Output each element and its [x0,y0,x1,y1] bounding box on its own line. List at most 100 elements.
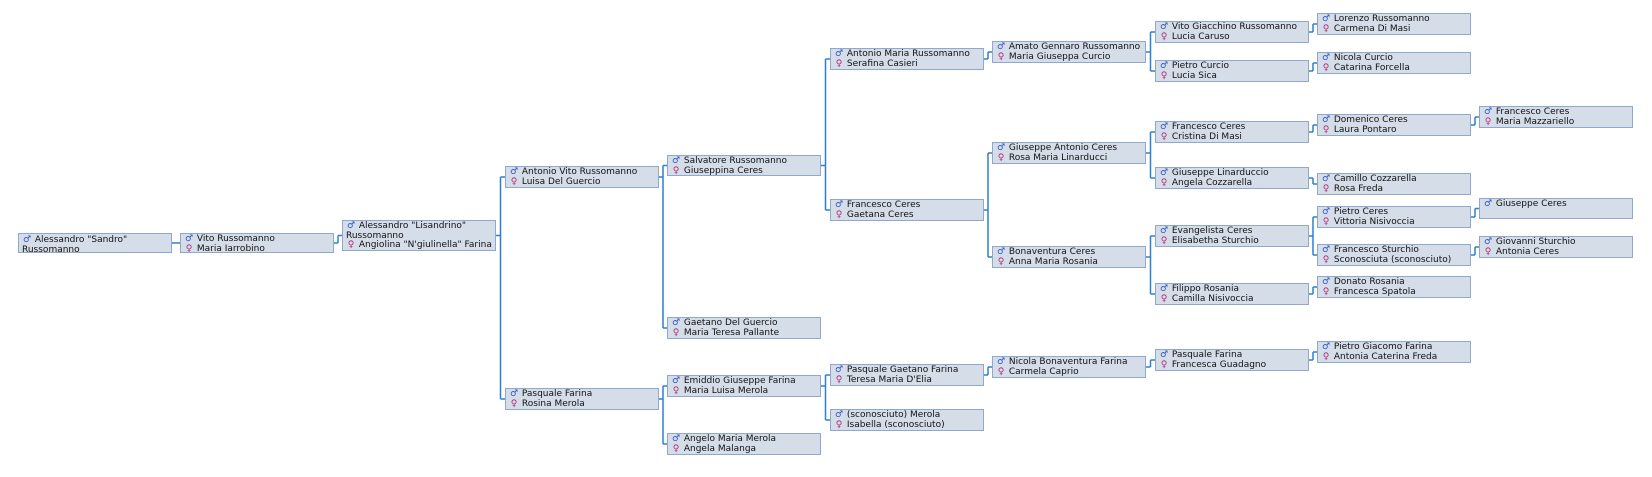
person-box-p27[interactable]: ♂ Camillo Cozzarella♀ Rosa Freda [1317,173,1471,195]
mother-name: Francesca Guadagno [1169,359,1267,370]
person-box-p31[interactable]: ♂ Pietro Giacomo Farina♀ Antonia Caterin… [1317,341,1471,363]
person-box-p25[interactable]: ♂ Nicola Curcio♀ Catarina Forcella [1317,52,1471,74]
male-icon: ♂ [996,143,1006,153]
father-line: ♂ Pasquale Farina [1159,350,1306,361]
person-box-p19[interactable]: ♂ Francesco Ceres♀ Cristina Di Masi [1155,121,1309,143]
father-name: Nicola Bonaventura Farina [1006,357,1128,367]
mother-name: Anna Maria Rosania [1006,256,1098,267]
person-box-p5[interactable]: ♂ Salvatore Russomanno♀ Giuseppina Ceres [667,155,821,176]
father-line: ♂ Gaetano Del Guercio [671,318,818,329]
male-icon: ♂ [671,156,681,166]
male-icon: ♂ [671,376,681,386]
person-box-p12[interactable]: ♂ (sconosciuto) Merola♀ Isabella (sconos… [830,409,984,431]
person-box-p10[interactable]: ♂ Francesco Ceres♀ Gaetana Ceres [830,199,984,221]
person-box-p11[interactable]: ♂ Pasquale Gaetano Farina♀ Teresa Maria … [830,364,984,386]
father-name: Pietro Giacomo Farina [1331,342,1433,352]
person-box-p17[interactable]: ♂ Vito Giacchino Russomanno♀ Lucia Carus… [1155,21,1309,43]
male-icon: ♂ [1159,168,1169,178]
father-line: ♂ Alessandro "Lisandrino" Russomanno [346,221,493,241]
mother-name: Angiolina "N'giulinella" Farina [356,240,492,250]
person-box-p18[interactable]: ♂ Pietro Curcio♀ Lucia Sica [1155,60,1309,82]
mother-line: ♀ Francesca Spatola [1321,286,1468,298]
male-icon: ♂ [509,167,519,177]
person-box-p0[interactable]: ♂ Alessandro "Sandro" Russomanno [18,233,172,253]
person-box-p22[interactable]: ♂ Filippo Rosania♀ Camilla Nisivoccia [1155,283,1309,305]
father-name: Salvatore Russomanno [681,156,788,166]
person-box-p15[interactable]: ♂ Bonaventura Ceres♀ Anna Maria Rosania [992,246,1146,268]
female-icon: ♀ [1484,246,1492,257]
mother-name: Isabella (sconosciuto) [844,419,945,430]
person-box-p28[interactable]: ♂ Pietro Ceres♀ Vittoria Nisivoccia [1317,206,1471,228]
father-line: ♂ Nicola Bonaventura Farina [996,357,1143,368]
father-name: Francesco Sturchio [1331,245,1419,255]
father-name: Camillo Cozzarella [1331,174,1417,184]
person-box-p29[interactable]: ♂ Francesco Sturchio♀ Sconosciuta (scono… [1317,244,1471,266]
mother-line: ♀ Sconosciuta (sconosciuto) [1321,255,1468,266]
father-name: Francesco Ceres [1493,107,1570,117]
father-line: ♂ Giovanni Sturchio [1483,237,1630,248]
person-box-p2[interactable]: ♂ Alessandro "Lisandrino" Russomanno♀ An… [342,220,496,251]
male-icon: ♂ [834,49,844,59]
person-box-p20[interactable]: ♂ Giuseppe Linarduccio♀ Angela Cozzarell… [1155,167,1309,189]
father-name: Vito Russomanno [194,234,275,244]
male-icon: ♂ [671,318,681,328]
male-icon: ♂ [346,221,356,231]
person-box-p7[interactable]: ♂ Emiddio Giuseppe Farina♀ Maria Luisa M… [667,375,821,397]
person-box-p6[interactable]: ♂ Gaetano Del Guercio♀ Maria Teresa Pall… [667,317,821,339]
person-box-p34[interactable]: ♂ Giovanni Sturchio♀ Antonia Ceres [1479,236,1633,258]
female-icon: ♀ [1160,359,1168,370]
mother-name: Giuseppina Ceres [681,165,763,176]
person-box-p26[interactable]: ♂ Domenico Ceres♀ Laura Pontaro [1317,114,1471,136]
mother-line: ♀ Giuseppina Ceres [671,165,818,176]
male-icon: ♂ [1321,342,1331,352]
father-line: ♂ Francesco Ceres [1159,122,1306,133]
person-box-p13[interactable]: ♂ Amato Gennaro Russomanno♀ Maria Giusep… [992,41,1146,63]
female-icon: ♀ [1322,23,1330,34]
mother-name: Francesca Spatola [1331,286,1416,297]
mother-name: Rosina Merola [519,398,585,409]
female-icon: ♀ [672,443,680,454]
mother-name: Carmela Caprio [1006,366,1079,377]
mother-name: Lucia Sica [1169,70,1217,81]
male-icon: ♂ [1321,115,1331,125]
father-line: ♂ Francesco Ceres [1483,107,1630,118]
father-name: Pietro Ceres [1331,207,1389,217]
person-box-p8[interactable]: ♂ Angelo Maria Merola♀ Angela Malanga [667,433,821,455]
male-icon: ♂ [834,365,844,375]
father-line: ♂ Alessandro "Sandro" Russomanno [22,235,169,252]
father-line: ♂ Nicola Curcio [1321,53,1468,64]
person-box-p14[interactable]: ♂ Giuseppe Antonio Ceres♀ Rosa Maria Lin… [992,142,1146,164]
father-name: Giovanni Sturchio [1493,237,1576,247]
person-box-p23[interactable]: ♂ Pasquale Farina♀ Francesca Guadagno [1155,349,1309,371]
person-box-p33[interactable]: ♂ Giuseppe Ceres [1479,198,1633,219]
person-box-p9[interactable]: ♂ Antonio Maria Russomanno♀ Serafina Cas… [830,48,984,70]
male-icon: ♂ [1321,245,1331,255]
mother-line: ♀ Antonia Ceres [1483,246,1630,258]
person-box-p16[interactable]: ♂ Nicola Bonaventura Farina♀ Carmela Cap… [992,356,1146,378]
female-icon: ♀ [1160,235,1168,246]
father-name: Alessandro "Lisandrino" Russomanno [346,221,467,241]
father-line: ♂ Pietro Giacomo Farina [1321,342,1468,353]
father-name: Filippo Rosania [1169,284,1239,294]
female-icon: ♀ [997,152,1005,163]
father-name: Pasquale Farina [1169,350,1243,360]
father-name: Gaetano Del Guercio [681,318,778,328]
person-box-p21[interactable]: ♂ Evangelista Ceres♀ Elisabetha Sturchio [1155,225,1309,247]
male-icon: ♂ [1483,199,1493,209]
female-icon: ♀ [672,327,680,338]
person-box-p3[interactable]: ♂ Antonio Vito Russomanno♀ Luisa Del Gue… [505,166,659,188]
mother-name: Angela Malanga [681,443,757,454]
mother-name: Teresa Maria D'Elia [844,374,932,385]
person-box-p4[interactable]: ♂ Pasquale Farina♀ Rosina Merola [505,388,659,410]
female-icon: ♀ [1484,116,1492,127]
female-icon: ♀ [1160,31,1168,42]
person-box-p1[interactable]: ♂ Vito Russomanno♀ Maria Iarrobino [180,233,334,253]
father-line: ♂ Antonio Vito Russomanno [509,167,656,178]
male-icon: ♂ [184,234,194,244]
mother-line: ♀ Maria Teresa Pallante [671,327,818,339]
person-box-p24[interactable]: ♂ Lorenzo Russomanno♀ Carmena Di Masi [1317,13,1471,35]
father-name: Antonio Vito Russomanno [519,167,638,177]
person-box-p30[interactable]: ♂ Donato Rosania♀ Francesca Spatola [1317,276,1471,298]
person-box-p32[interactable]: ♂ Francesco Ceres♀ Maria Mazzariello [1479,106,1633,128]
mother-line: ♀ Carmena Di Masi [1321,23,1468,35]
